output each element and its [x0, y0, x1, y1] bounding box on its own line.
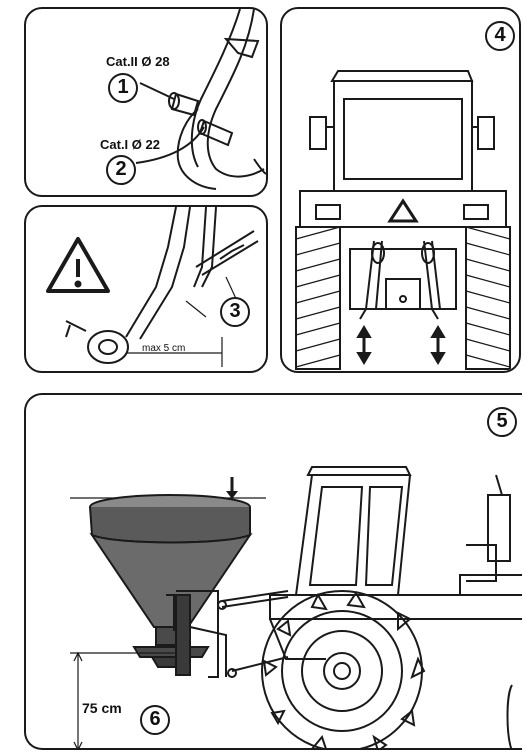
- measure-label: max 5 cm: [142, 343, 186, 354]
- tractor-rear-drawing: [295, 70, 511, 370]
- panel-tractor-rear: 4: [280, 7, 521, 373]
- callout-5: 5: [487, 407, 517, 437]
- callout-4: 4: [485, 21, 515, 51]
- callout-1: 1: [108, 73, 138, 103]
- callout-2: 2: [106, 155, 136, 185]
- hitch-pin-drawing: [135, 9, 266, 190]
- height-label: 75 cm: [82, 700, 122, 716]
- spreader-side-drawing: [70, 466, 522, 748]
- lower-link-drawing: [46, 207, 259, 367]
- panel-lower-link-warning: 3 max 5 cm: [24, 205, 268, 373]
- panel-spreader-side: 5 75 cm 6: [24, 393, 522, 750]
- label-cat1: Cat.I Ø 22: [100, 137, 160, 152]
- callout-3: 3: [220, 297, 250, 327]
- panel-hitch-pins: Cat.II Ø 28 1 Cat.I Ø 22 2: [24, 7, 268, 197]
- label-cat2: Cat.II Ø 28: [106, 54, 170, 69]
- callout-6: 6: [140, 705, 170, 735]
